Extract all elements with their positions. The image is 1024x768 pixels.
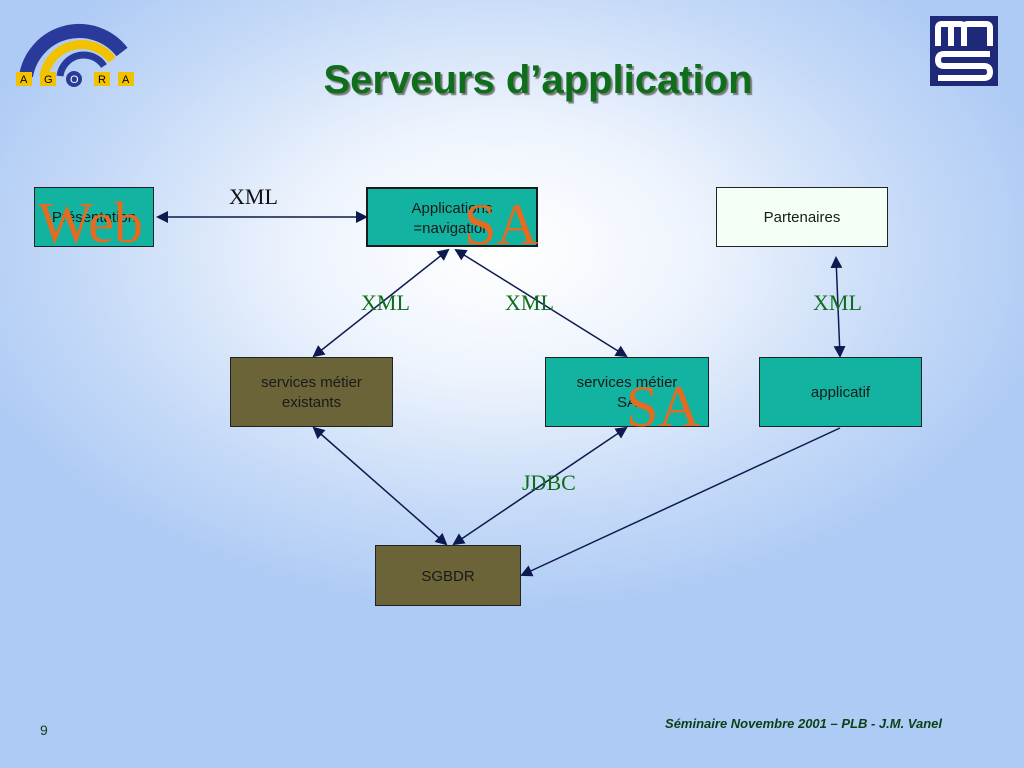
agora-letter-r: R [98, 74, 106, 86]
label-xml-right: XML [813, 290, 862, 315]
sgbdr-label: SGBDR [421, 568, 475, 585]
box-presentation: Présentation [34, 187, 154, 247]
label-xml-top: XML [229, 184, 278, 209]
msa-logo [930, 16, 998, 86]
page-number: 9 [40, 722, 48, 738]
services-existants-line2: existants [281, 394, 342, 411]
label-xml-center: XML [505, 290, 554, 315]
applicatif-label: applicatif [810, 384, 871, 401]
applications-line1: Applications [411, 200, 493, 217]
agora-logo: A G O R A [16, 24, 134, 87]
arrow-applications-services-sa [454, 248, 628, 358]
applications-line2: =navigation [413, 220, 491, 237]
box-services-existants: services métier existants [230, 357, 393, 427]
arrow-partenaires-applicatif [830, 256, 846, 358]
box-sgbdr: SGBDR [375, 545, 521, 606]
label-xml-left: XML [361, 290, 410, 315]
agora-letter-a2: A [122, 74, 130, 86]
label-jdbc: JDBC [522, 470, 576, 495]
msa-logo-mark [934, 21, 994, 81]
arrow-applicatif-sgbdr [520, 427, 841, 577]
box-partenaires: Partenaires [716, 187, 888, 247]
footer-text: Séminaire Novembre 2001 – PLB - J.M. Van… [665, 716, 942, 731]
box-applicatif: applicatif [759, 357, 922, 427]
services-sa-line2: SA [616, 394, 637, 411]
presentation-label: Présentation [51, 209, 137, 226]
box-services-sa: services métier SA [545, 357, 709, 427]
agora-letter-g: G [44, 74, 53, 86]
agora-letter-a1: A [20, 74, 28, 86]
services-existants-line1: services métier [261, 374, 362, 391]
arrow-applications-existants [312, 248, 450, 358]
box-applications: Applications =navigation [366, 187, 538, 247]
partenaires-label: Partenaires [763, 209, 841, 226]
services-sa-line1: services métier [576, 374, 678, 391]
agora-letter-o: O [70, 74, 79, 86]
arrow-existants-sgbdr [312, 426, 448, 546]
slide-title: Serveurs d’application [323, 58, 753, 102]
arrow-services-sa-sgbdr [452, 426, 628, 546]
